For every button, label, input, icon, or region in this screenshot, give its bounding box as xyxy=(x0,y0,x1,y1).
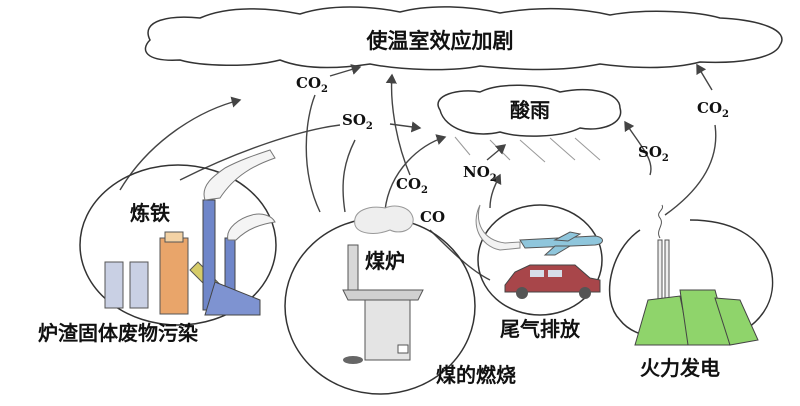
power-chimney-icon xyxy=(657,204,670,311)
greenhouse-cloud: 使温室效应加剧 xyxy=(144,6,783,71)
rain-streaks xyxy=(454,136,601,163)
exhaust-scene: 尾气排放 xyxy=(475,204,603,341)
power-plant-caption: 火力发电 xyxy=(640,356,720,380)
greenhouse-label: 使温室效应加剧 xyxy=(366,29,514,53)
ironmaking-title: 炼铁 xyxy=(130,201,170,225)
stove-top-icon xyxy=(342,289,424,301)
co-label: CO xyxy=(420,208,445,226)
exhaust-caption: 尾气排放 xyxy=(500,317,581,341)
coal-stove-title: 煤炉 xyxy=(365,249,405,273)
airplane-icon xyxy=(519,231,603,256)
so2-label-right: SO2 xyxy=(638,143,669,164)
blast-furnace-icon xyxy=(159,231,189,315)
stove-door-icon xyxy=(397,344,409,354)
stove-smoke-icon xyxy=(354,205,414,234)
smoke-icon xyxy=(203,149,276,241)
co2-label-center: CO2 xyxy=(396,175,428,196)
stove-pipe-icon xyxy=(347,244,359,291)
coal-pile-icon xyxy=(343,356,363,364)
arrows xyxy=(119,63,717,281)
cooling-towers-icon xyxy=(634,289,759,346)
no2-label: NO2 xyxy=(463,163,497,184)
acid-rain-label: 酸雨 xyxy=(510,98,550,122)
plane-exhaust-icon xyxy=(475,204,521,251)
car-icon xyxy=(504,264,601,299)
chimney-icon xyxy=(202,199,261,316)
storage-tanks-icon xyxy=(104,261,149,309)
coal-stove-scene: 煤炉 煤的燃烧 xyxy=(284,205,516,395)
co2-label-right: CO2 xyxy=(697,99,729,120)
coal-stove-caption: 煤的燃烧 xyxy=(436,363,516,387)
so2-label-left: SO2 xyxy=(342,111,373,132)
co2-label-left: CO2 xyxy=(296,74,328,95)
ironmaking-caption: 炉渣固体废物污染 xyxy=(38,321,199,345)
power-plant-scene: 火力发电 xyxy=(608,204,774,380)
ironmaking-scene: 炼铁 炉渣固体废物污染 xyxy=(38,149,277,345)
acid-rain-cloud: 酸雨 xyxy=(437,84,622,163)
